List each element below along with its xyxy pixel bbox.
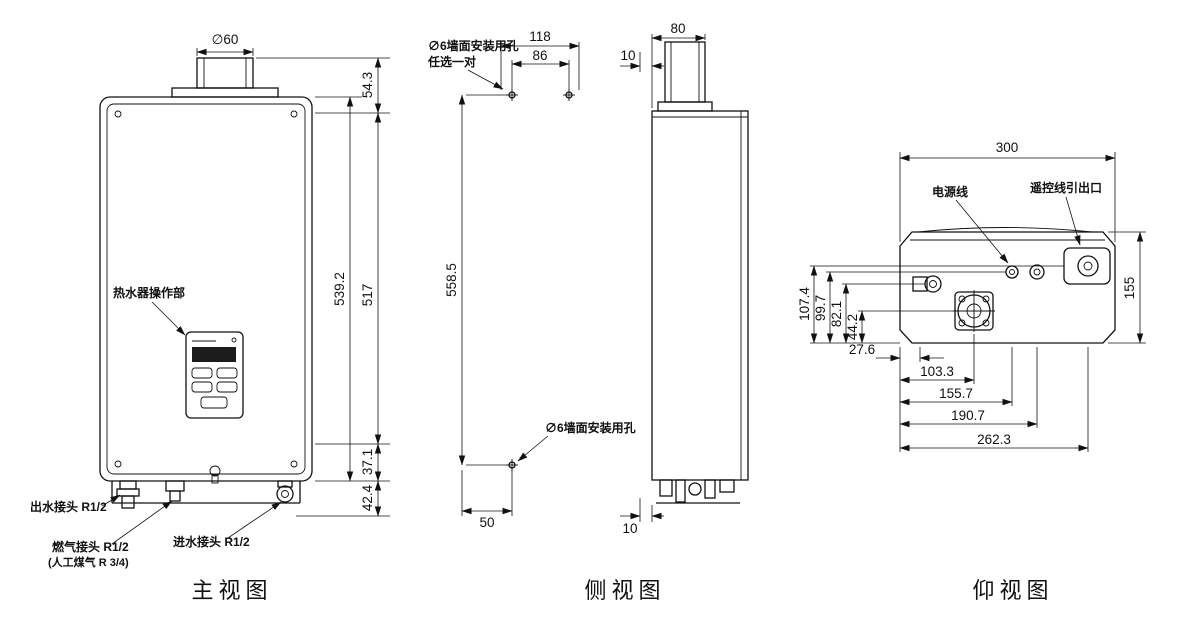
flue-pipe — [171, 57, 279, 98]
water-outlet-label: 出水接头 R1/2 — [30, 499, 107, 514]
dim-262-3: 262.3 — [977, 432, 1011, 447]
dim-107-4: 107.4 — [797, 287, 812, 321]
mount-hole-label-1: ∅6墙面安装用孔 — [428, 38, 519, 53]
depth-dim: 155 — [1108, 231, 1146, 344]
bottom-clearance-dim: 10 — [620, 498, 664, 536]
flue-diameter-label: ∅60 — [212, 32, 239, 47]
dim-155-7: 155.7 — [939, 386, 973, 401]
power-cord-label: 电源线 — [932, 184, 968, 199]
dim-155: 155 — [1122, 277, 1137, 300]
bottom-view-caption: 仰视图 — [972, 578, 1053, 603]
water-inlet-label: 进水接头 R1/2 — [173, 534, 250, 549]
water-inlet-fitting — [276, 480, 294, 503]
dim-539-2: 539.2 — [332, 272, 347, 306]
dim-27-6: 27.6 — [849, 342, 875, 357]
gas-label: 燃气接头 R1/2 — [52, 539, 129, 554]
side-profile — [651, 41, 749, 504]
gas-fitting — [165, 480, 185, 502]
dim-10-bottom: 10 — [622, 521, 637, 536]
dim-86: 86 — [532, 48, 547, 63]
left-depth-dims: 107.4 99.7 82.1 44.2 — [797, 265, 1064, 344]
power-cord-callout: 电源线 — [932, 184, 1009, 264]
top-mount-hole-callout: ∅6墙面安装用孔 任选一对 — [427, 38, 519, 90]
bottom-offset-dims: 27.6 103.3 155.7 190.7 262.3 — [849, 334, 1089, 452]
gas-sub-label: (人工煤气 R 3/4) — [48, 555, 129, 569]
water-outlet-fitting — [116, 480, 140, 509]
panel-button — [191, 367, 213, 379]
screw-bottom-right — [290, 460, 298, 468]
bottom-hole-offset-dim: 50 — [461, 470, 513, 530]
control-panel — [185, 331, 244, 419]
connector-labels: 出水接头 R1/2 燃气接头 R1/2 (人工煤气 R 3/4) 进水接头 R1… — [30, 494, 282, 569]
side-body — [651, 110, 749, 481]
front-dimensions: 54.3 539.2 517 37.1 42.4 — [256, 57, 390, 517]
dim-54-3: 54.3 — [360, 72, 375, 98]
remote-wire-port — [1063, 247, 1111, 285]
dim-558-5: 558.5 — [444, 263, 459, 297]
power-cord-port — [1005, 264, 1045, 280]
side-view-caption: 侧视图 — [584, 578, 665, 603]
panel-button — [216, 381, 238, 393]
screw-top-right — [290, 110, 298, 118]
drain-keyhole — [209, 465, 221, 477]
screw-bottom-left — [114, 460, 122, 468]
remote-wire-callout: 遥控线引出口 — [1030, 180, 1102, 246]
remote-wire-label: 遥控线引出口 — [1030, 180, 1102, 195]
dim-42-4: 42.4 — [360, 484, 375, 511]
flue-offset-dim: 80 — [651, 21, 706, 108]
mount-holes-top — [506, 89, 575, 101]
width-dim: 300 — [899, 140, 1116, 242]
panel-button — [216, 367, 238, 379]
dim-80: 80 — [670, 21, 685, 36]
mount-hole-bottom: ∅6墙面安装用孔 — [506, 420, 636, 471]
bottom-connectors — [111, 465, 301, 509]
flue-diameter-dim: ∅60 — [196, 32, 254, 56]
panel-button — [191, 381, 213, 393]
control-panel-callout: 热水器操作部 — [113, 285, 186, 336]
dim-37-1: 37.1 — [360, 449, 375, 475]
dim-10-top: 10 — [620, 48, 635, 63]
mount-hole-label-2: 任选一对 — [427, 54, 476, 69]
control-panel-display — [192, 347, 236, 362]
front-view-caption: 主视图 — [191, 578, 272, 603]
dim-82-1: 82.1 — [829, 301, 844, 327]
dim-103-3: 103.3 — [920, 364, 954, 379]
bottom-hole-label: ∅6墙面安装用孔 — [545, 420, 636, 435]
bottom-outline — [899, 227, 1116, 344]
dim-517: 517 — [360, 284, 375, 307]
screw-top-left — [114, 110, 122, 118]
top-clearance-dim: 10 — [620, 48, 664, 72]
dim-300: 300 — [996, 140, 1019, 155]
hole-pitch-dims: 118 86 — [500, 29, 580, 90]
side-view: ∅6墙面安装用孔 任选一对 118 86 — [427, 21, 749, 603]
side-bottom-fittings — [656, 479, 740, 504]
control-panel-label: 热水器操作部 — [113, 285, 185, 300]
panel-power-button — [200, 396, 228, 409]
bottom-view: 电源线 遥控线引出口 300 155 — [797, 140, 1146, 603]
dim-99-7: 99.7 — [813, 295, 828, 321]
vertical-hole-pitch-dim: 558.5 — [444, 94, 507, 466]
dim-50: 50 — [479, 515, 494, 530]
gas-valve-flange — [953, 290, 995, 332]
dim-190-7: 190.7 — [951, 408, 985, 423]
dim-118: 118 — [529, 29, 551, 44]
front-view: ∅60 热水器操作部 — [30, 32, 390, 603]
dim-44-2: 44.2 — [845, 314, 860, 340]
heater-body — [99, 96, 313, 482]
